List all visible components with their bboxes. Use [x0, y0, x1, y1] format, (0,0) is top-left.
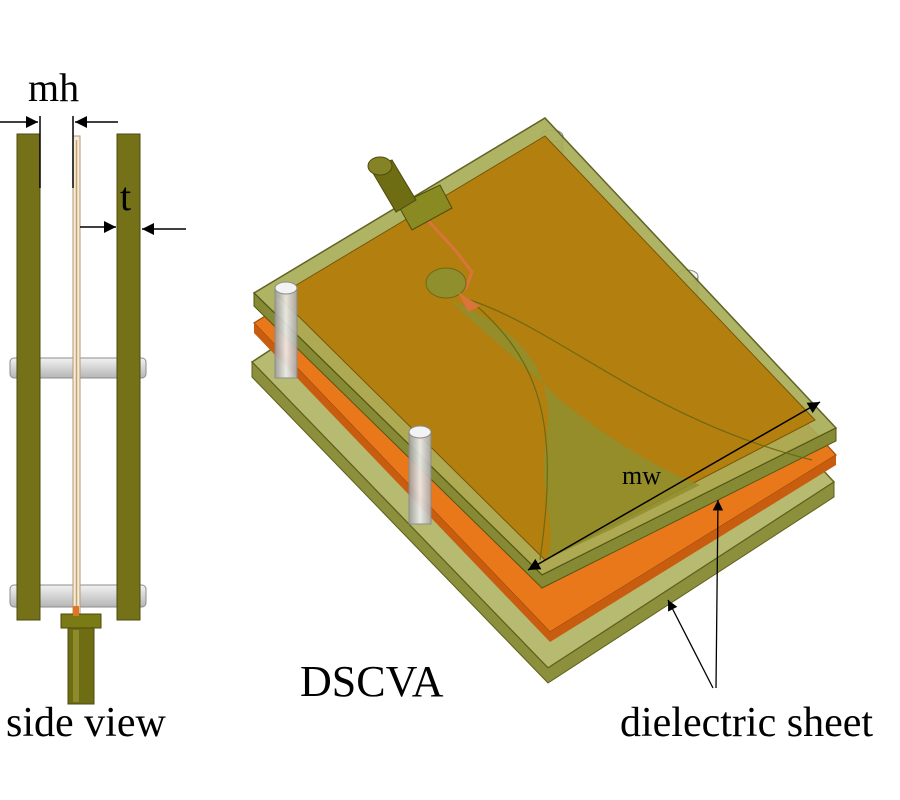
connector-body [67, 627, 95, 705]
mw-label: mw [622, 461, 661, 490]
t-label: t [120, 174, 131, 219]
side-view-label: side view [6, 700, 166, 746]
bottom-sheet-edge [251, 360, 835, 684]
side-plate-right [116, 133, 141, 621]
support-post-left [274, 281, 298, 379]
connector-pin [73, 606, 79, 616]
dscva-label: DSCVA [300, 657, 444, 706]
top-sheet-edge [253, 291, 837, 589]
connector-highlight [73, 630, 79, 702]
support-post-front [408, 425, 432, 525]
mh-label: mh [28, 65, 79, 110]
sma-connector [367, 156, 453, 231]
cavity-notch [458, 292, 480, 312]
side-view-drawing: mh t side view [0, 65, 186, 746]
side-plate-left [16, 133, 41, 621]
dielectric-pointer-1 [667, 599, 714, 689]
circular-cavity [425, 267, 467, 299]
connector-flange [60, 613, 102, 629]
dscva-3d-drawing: mw [250, 117, 838, 689]
mw-dimension-arrow [527, 401, 821, 571]
dielectric-sheet-label: dielectric sheet [620, 700, 873, 746]
dielectric-pointer-2 [712, 499, 724, 689]
